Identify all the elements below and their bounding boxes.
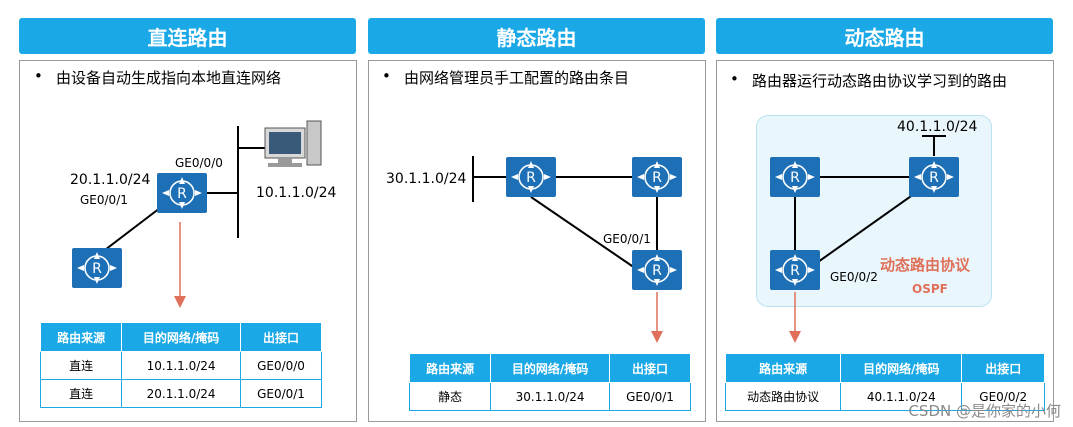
col-header: 目的网络/掩码 [840, 353, 963, 383]
header-static-routes: 静态路由 [368, 18, 705, 54]
port-label: GE0/0/0 [175, 156, 223, 170]
router-glyph: R [652, 263, 662, 279]
routing-table-static: 路由来源 目的网络/掩码 出接口 静态 30.1.1.0/24 GE0/0/1 [408, 353, 691, 411]
router-glyph: R [526, 170, 536, 186]
col-header: 目的网络/掩码 [121, 322, 242, 352]
router-glyph: R [929, 170, 939, 186]
bullet-static: • 由网络管理员手工配置的路由条目 [382, 67, 630, 88]
col-header: 路由来源 [39, 322, 123, 352]
table-row: 直连 10.1.1.0/24 GE0/0/0 [39, 351, 322, 380]
col-header: 目的网络/掩码 [490, 353, 611, 383]
cell: 动态路由协议 [724, 382, 842, 411]
bullet-dot: • [34, 67, 43, 85]
port-label: GE0/0/1 [80, 193, 128, 207]
cell: 30.1.1.0/24 [490, 382, 611, 411]
routing-table-direct: 路由来源 目的网络/掩码 出接口 直连 10.1.1.0/24 GE0/0/0 … [39, 322, 322, 408]
bullet-dynamic: • 路由器运行动态路由协议学习到的路由 [730, 70, 1008, 91]
router-glyph: R [790, 170, 800, 186]
network-label: 30.1.1.0/24 [386, 171, 467, 187]
cell: GE0/0/1 [240, 379, 322, 408]
router-glyph: R [652, 170, 662, 186]
bullet-text: 由设备自动生成指向本地直连网络 [56, 69, 282, 87]
computer-icon [264, 120, 322, 167]
cell: 40.1.1.0/24 [840, 382, 963, 411]
network-label: 40.1.1.0/24 [897, 119, 978, 135]
header-direct-routes: 直连路由 [19, 18, 356, 54]
table-row: 直连 20.1.1.0/24 GE0/0/1 [39, 379, 322, 408]
col-header: 出接口 [961, 353, 1045, 383]
table-row: 静态 30.1.1.0/24 GE0/0/1 [408, 382, 691, 411]
cell: 直连 [39, 379, 123, 408]
network-label: 10.1.1.0/24 [256, 185, 337, 201]
port-label: GE0/0/1 [603, 232, 651, 246]
network-label: 20.1.1.0/24 [70, 172, 151, 188]
bullet-dot: • [382, 67, 391, 85]
col-header: 路由来源 [408, 353, 492, 383]
protocol-label: 动态路由协议 [880, 256, 971, 274]
cell: GE0/0/0 [240, 351, 322, 380]
col-header: 路由来源 [724, 353, 842, 383]
cell: 静态 [408, 382, 492, 411]
router-glyph: R [92, 261, 102, 277]
router-glyph: R [177, 186, 187, 202]
bullet-text: 路由器运行动态路由协议学习到的路由 [752, 72, 1008, 90]
cell: 10.1.1.0/24 [121, 351, 242, 380]
cell: GE0/0/2 [961, 382, 1045, 411]
routing-table-dynamic: 路由来源 目的网络/掩码 出接口 动态路由协议 40.1.1.0/24 GE0/… [724, 353, 1045, 411]
header-title: 动态路由 [844, 25, 925, 50]
cell: 直连 [39, 351, 123, 380]
col-header: 出接口 [609, 353, 691, 383]
header-title: 静态路由 [496, 25, 577, 50]
header-dynamic-routes: 动态路由 [716, 18, 1053, 54]
header-title: 直连路由 [147, 25, 228, 50]
bullet-dot: • [730, 70, 739, 88]
cell: GE0/0/1 [609, 382, 691, 411]
col-header: 出接口 [240, 322, 322, 352]
protocol-name: OSPF [912, 282, 948, 296]
port-label: GE0/0/2 [830, 270, 878, 284]
watermark: CSDN @是你家的小何 [908, 402, 1061, 420]
table-row: 动态路由协议 40.1.1.0/24 GE0/0/2 [724, 382, 1045, 411]
bullet-text: 由网络管理员手工配置的路由条目 [404, 69, 630, 87]
bullet-direct: • 由设备自动生成指向本地直连网络 [34, 67, 282, 88]
router-glyph: R [790, 263, 800, 279]
cell: 20.1.1.0/24 [121, 379, 242, 408]
